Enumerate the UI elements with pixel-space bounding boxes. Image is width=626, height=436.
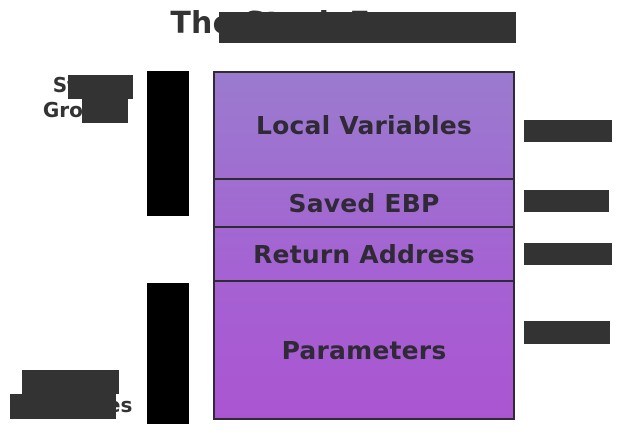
annotation-parameters-redaction <box>524 321 610 344</box>
stack-cell-parameters: Parameters <box>281 335 447 365</box>
annotation-local-variables-redaction <box>524 120 612 142</box>
stack-growth-bar-lower <box>147 283 189 424</box>
stack-growth-redaction-line-1 <box>68 75 133 99</box>
stack-growth-redaction-line-2 <box>82 99 128 123</box>
stack-cell-return-address: Return Address <box>215 228 513 282</box>
stack-cell-local-variables: Local Variables <box>215 73 513 180</box>
stack-cell-saved-ebp: Saved EBP <box>215 180 513 228</box>
stack-growth-bar-upper <box>147 71 189 216</box>
title-redaction-bar <box>219 12 516 43</box>
stack-frame-diagram: Local Variables Saved EBP Return Address… <box>213 71 515 420</box>
higher-addresses-redaction-line-1 <box>22 370 119 394</box>
annotation-saved-ebp-redaction <box>524 190 609 212</box>
higher-addresses-redaction-line-2 <box>10 394 116 419</box>
annotation-return-address-redaction <box>524 243 612 265</box>
